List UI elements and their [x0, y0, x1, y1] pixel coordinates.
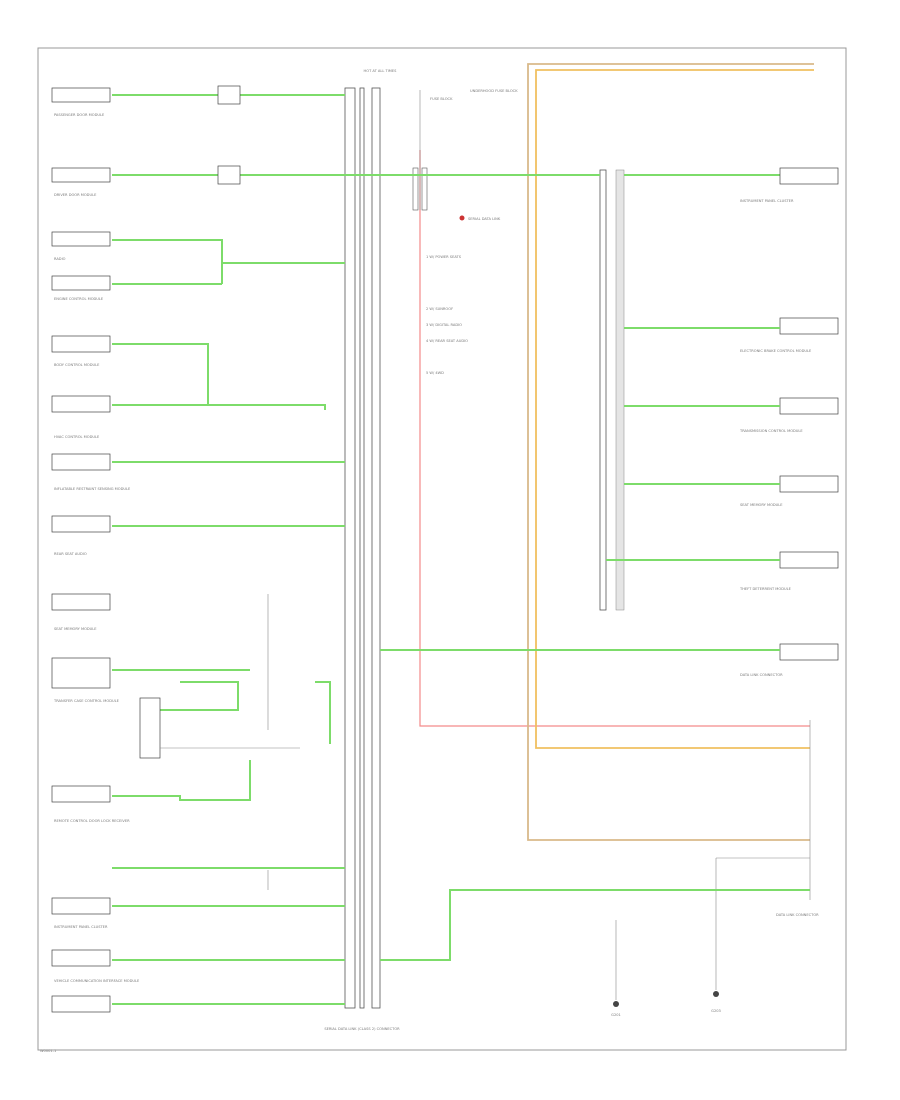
note-4: 4 W/ REAR SEAT AUDIO — [426, 339, 468, 343]
notes-block: 1 W/ POWER SEATS 2 W/ SUNROOF 3 W/ DIGIT… — [426, 255, 468, 375]
fuse-label: FUSE BLOCK — [430, 97, 453, 101]
right-module-3-label: SEAT MEMORY MODULE — [740, 503, 783, 507]
left-module-12-label: VEHICLE COMMUNICATION INTERFACE MODULE — [54, 979, 140, 983]
right-module-0-label: INSTRUMENT PANEL CLUSTER — [740, 199, 794, 203]
left-module-8-label: SEAT MEMORY MODULE — [54, 627, 97, 631]
left-module-9-label: TRANSFER CASE CONTROL MODULE — [53, 699, 120, 703]
left-module-0-label: PASSENGER DOOR MODULE — [54, 113, 105, 117]
left-module-7-label: REAR SEAT AUDIO — [54, 552, 87, 556]
center-bus-bottom-label: SERIAL DATA LINK (CLASS 2) CONNECTOR — [324, 1027, 400, 1031]
right-module-1-label: ELECTRONIC BRAKE CONTROL MODULE — [740, 349, 812, 353]
center-bus-top-label: HOT AT ALL TIMES — [364, 69, 398, 73]
red-wire — [419, 150, 810, 727]
left-module-5-label: HVAC CONTROL MODULE — [54, 435, 100, 439]
left-module-3-label: ENGINE CONTROL MODULE — [54, 297, 104, 301]
fuse-right-label: UNDERHOOD FUSE BLOCK — [470, 89, 518, 93]
right-connector-column-2 — [615, 169, 625, 611]
diagram-frame — [37, 47, 847, 1051]
right-module-5-label: DATA LINK CONNECTOR — [740, 673, 783, 677]
left-module-2-label: RADIO — [54, 257, 66, 261]
left-module-1-label: DRIVER DOOR MODULE — [54, 193, 97, 197]
junction-label: SERIAL DATA LINK — [468, 217, 501, 221]
grounds: G201 G203 — [611, 920, 721, 1017]
yellow-wire — [535, 69, 814, 749]
note-1: 1 W/ POWER SEATS — [426, 255, 462, 259]
fuse-area: FUSE BLOCK UNDERHOOD FUSE BLOCK SERIAL D… — [412, 89, 518, 221]
tan-wire — [527, 63, 814, 841]
left-module-10-label: REMOTE CONTROL DOOR LOCK RECEIVER — [54, 819, 130, 823]
left-module-6-label: INFLATABLE RESTRAINT SENSING MODULE — [54, 487, 131, 491]
right-connector-column — [599, 169, 607, 611]
left-module-4-label: BODY CONTROL MODULE — [54, 363, 100, 367]
right-bottom-module-label: DATA LINK CONNECTOR — [776, 913, 819, 917]
right-modules: INSTRUMENT PANEL CLUSTER ELECTRONIC BRAK… — [380, 167, 839, 990]
right-module-2-label: TRANSMISSION CONTROL MODULE — [739, 429, 803, 433]
footer-code: W0001-1 — [40, 1049, 56, 1053]
note-2: 2 W/ SUNROOF — [426, 307, 453, 311]
ground-label-1: G203 — [711, 1009, 721, 1013]
note-5: 5 W/ 4WD — [426, 371, 444, 375]
ground-label-0: G201 — [611, 1013, 621, 1017]
right-module-4-label: THEFT DETERRENT MODULE — [739, 587, 792, 591]
center-bus: HOT AT ALL TIMES SERIAL DATA LINK (CLASS… — [324, 69, 400, 1031]
left-modules: PASSENGER DOOR MODULE DRIVER DOOR MODULE… — [51, 85, 780, 1013]
left-module-11-label: INSTRUMENT PANEL CLUSTER — [54, 925, 108, 929]
note-3: 3 W/ DIGITAL RADIO — [426, 323, 462, 327]
